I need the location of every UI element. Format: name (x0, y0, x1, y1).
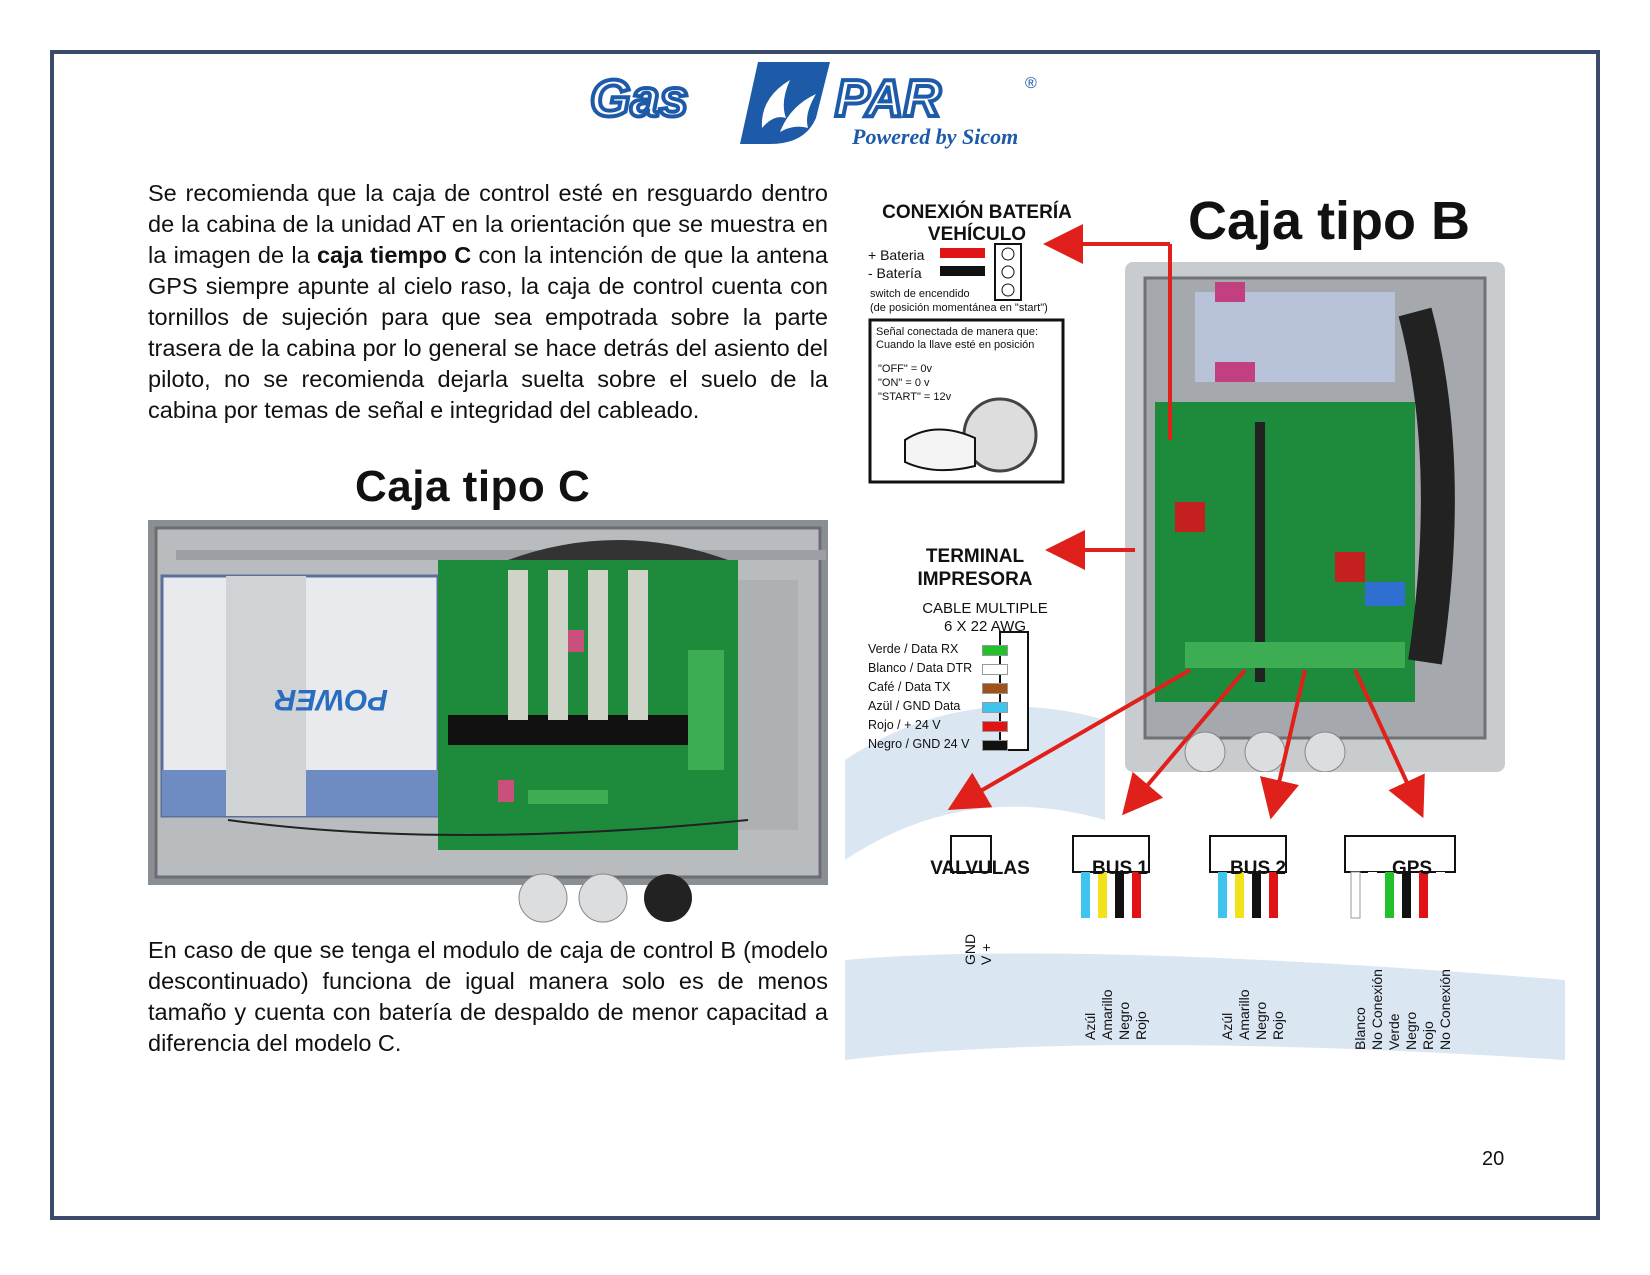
printer-wire-swatch (982, 702, 1008, 713)
bus2-wire-2: Negro (1253, 1001, 1269, 1040)
printer-wire-label: Verde / Data RX (868, 642, 959, 656)
gps-wire-0: Blanco (1352, 1007, 1368, 1050)
drop-icon (740, 62, 830, 144)
valvulas-label: VALVULAS (930, 858, 1030, 879)
gps-wire-5: No Conexión (1437, 969, 1453, 1050)
svg-text:POWER: POWER (274, 683, 388, 716)
intro-text-2: con la intención de que la antena GPS si… (148, 242, 829, 423)
gps-wire-3: Negro (1403, 1011, 1419, 1050)
printer-wire-label: Azül / GND Data (868, 699, 961, 713)
key-positions: "OFF" = 0v"ON" = 0 v"START" = 12v (878, 363, 952, 403)
printer-wire-swatch (982, 721, 1008, 732)
gaspar-logo: Gas PAR ® Powered by Sicom (590, 62, 1037, 149)
switch-label-1: switch de encendido (870, 288, 970, 300)
caja-b-paragraph: En caso de que se tenga el modulo de caj… (148, 937, 828, 1056)
wiring-diagram (845, 224, 1565, 1060)
printer-wire-swatch (982, 664, 1008, 675)
page-border (50, 50, 1600, 1220)
printer-wire-swatch (982, 740, 1008, 751)
printer-wire-label: Blanco / Data DTR (868, 661, 973, 675)
bus2-wire-3: Rojo (1270, 1011, 1286, 1040)
caja-b-photo (1125, 262, 1505, 772)
caja-b-title: Caja tipo B (1188, 191, 1471, 251)
printer-wire-label: Negro / GND 24 V (868, 737, 970, 751)
printer-wire-swatch (982, 683, 1008, 694)
printer-wire-label: Café / Data TX (868, 680, 951, 694)
bus2-label: BUS 2 (1230, 858, 1286, 879)
gps-wire-2: Verde (1386, 1013, 1402, 1050)
bus1-wire-2: Negro (1116, 1001, 1132, 1040)
bus2-wire-0: Azúl (1219, 1012, 1235, 1040)
brand-tagline: Powered by Sicom (851, 124, 1018, 149)
bateria-neg-label: - Batería (868, 265, 922, 281)
intro-bold: caja tiempo C (316, 242, 472, 268)
valv-pin-gnd: GND (962, 933, 978, 965)
gps-label: GPS (1391, 858, 1433, 879)
bus2-wire-1: Amarillo (1236, 989, 1252, 1040)
bateria-pos-label: + Bateria (868, 247, 925, 263)
intro-paragraph: Se recomienda que la caja de control est… (148, 178, 828, 426)
caja-c-photo: POWER (148, 520, 828, 923)
bus1-wire-3: Rojo (1133, 1011, 1149, 1040)
bus1-label: BUS 1 (1092, 858, 1148, 879)
printer-wire-swatch (982, 645, 1008, 656)
bus1-wire-1: Amarillo (1099, 989, 1115, 1040)
gps-wire-1: No Conexión (1369, 969, 1385, 1050)
brand-left: Gas (590, 70, 688, 128)
bus1-wire-0: Azúl (1082, 1012, 1098, 1040)
page-number: 20 (1482, 1148, 1505, 1170)
caja-c-title: Caja tipo C (355, 462, 591, 511)
intro-text-1: Se recomienda que la caja de control est… (148, 180, 828, 268)
printer-wire-label: Rojo / + 24 V (868, 718, 941, 732)
switch-label-2: (de posición momentánea en "start") (870, 302, 1048, 314)
senal-label: Señal conectada de manera que:Cuando la … (876, 326, 1039, 351)
brand-right: PAR (835, 70, 941, 128)
gps-wire-4: Rojo (1420, 1021, 1436, 1050)
valv-pin-v: V + (978, 943, 994, 965)
registered-mark: ® (1025, 75, 1037, 92)
